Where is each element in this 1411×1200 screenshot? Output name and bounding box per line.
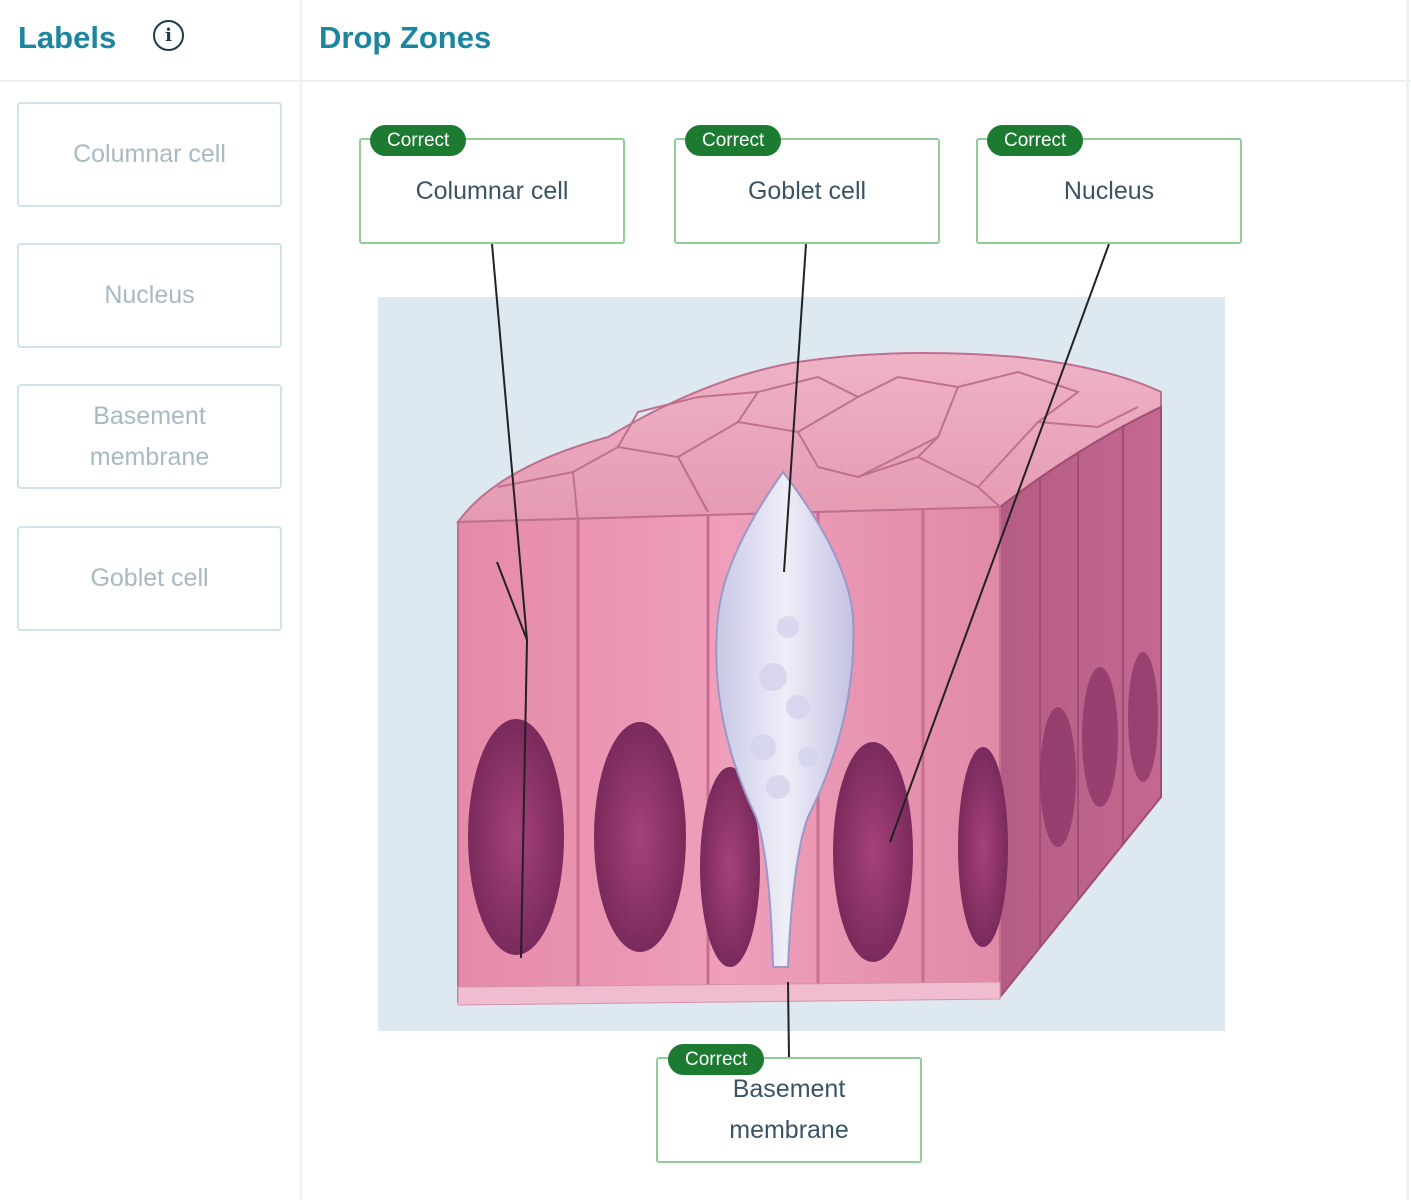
label-card-nucleus[interactable]: Nucleus	[17, 243, 282, 348]
correct-badge: Correct	[370, 125, 467, 156]
correct-badge: Correct	[685, 125, 782, 156]
correct-badge: Correct	[987, 125, 1084, 156]
drop-zone-basement-membrane[interactable]: Basement membrane	[656, 1057, 922, 1163]
info-icon[interactable]: i	[153, 20, 184, 51]
drop-zone-goblet-cell[interactable]: Goblet cell	[674, 138, 940, 244]
epithelium-illustration	[378, 297, 1225, 1031]
label-card-basement-membrane[interactable]: Basement membrane	[17, 384, 282, 489]
panel-header-bar	[0, 0, 1411, 82]
label-card-columnar-cell[interactable]: Columnar cell	[17, 102, 282, 207]
label-card-goblet-cell[interactable]: Goblet cell	[17, 526, 282, 631]
zone-label: Basement membrane	[729, 1075, 849, 1144]
right-edge-divider	[1406, 0, 1409, 1200]
zone-label: Columnar cell	[415, 176, 569, 205]
correct-badge: Correct	[668, 1044, 765, 1075]
labels-panel-title: Labels	[18, 20, 117, 55]
drop-zones-panel-title: Drop Zones	[319, 20, 492, 55]
zone-label: Goblet cell	[747, 176, 867, 205]
zone-label: Nucleus	[1063, 176, 1155, 205]
panel-divider	[300, 0, 302, 1200]
